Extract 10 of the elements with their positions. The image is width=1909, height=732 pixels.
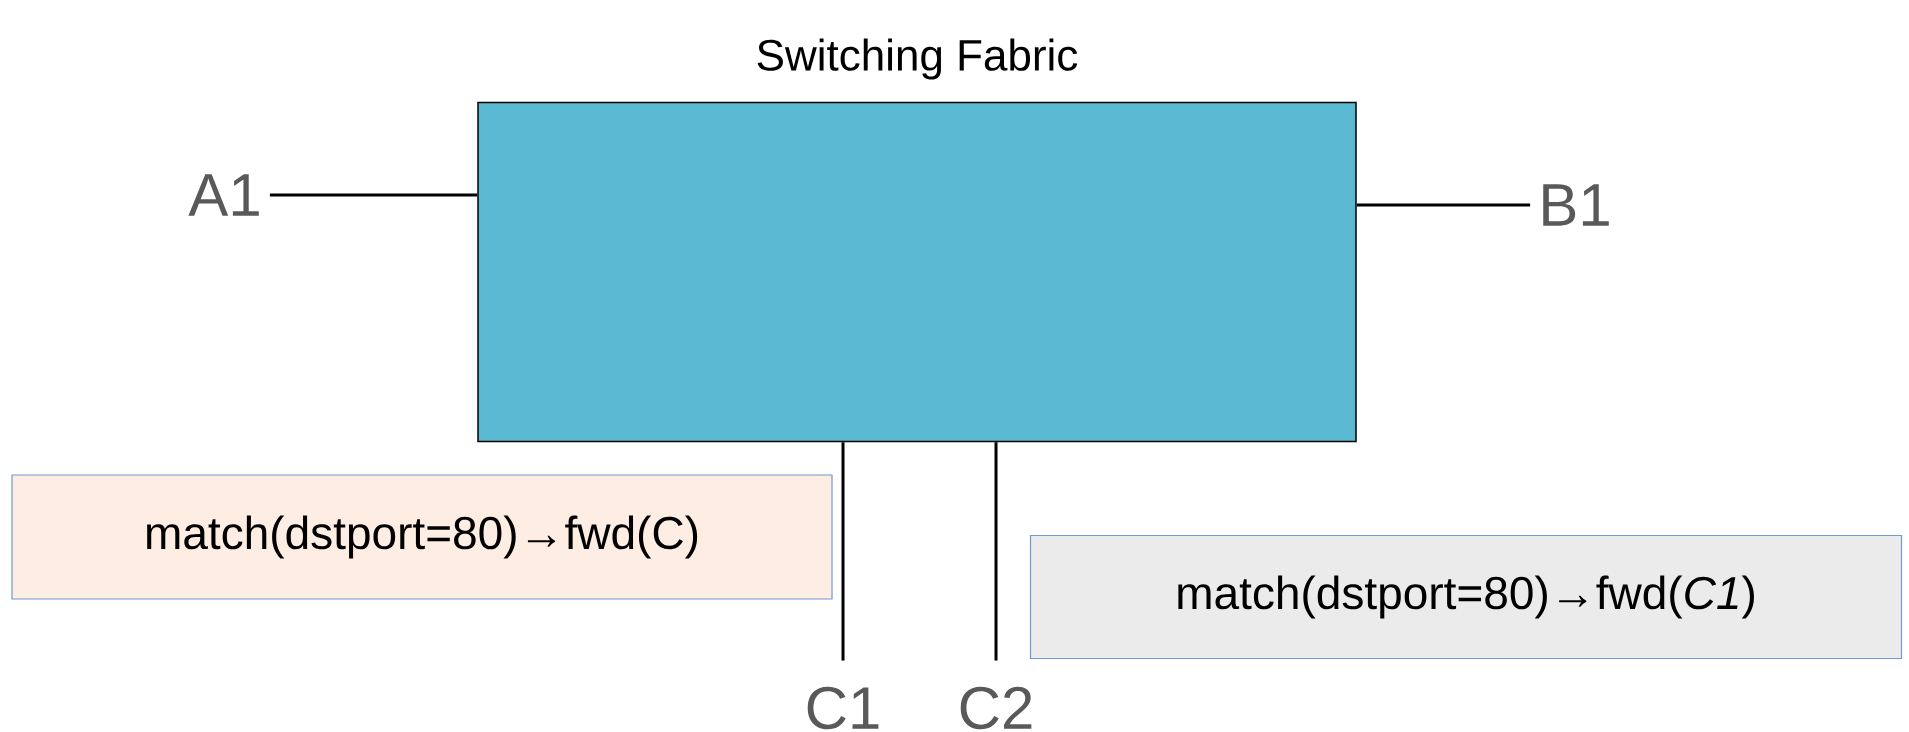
port-label: C2 <box>960 686 1032 730</box>
port-label: B1 <box>1543 184 1609 226</box>
connector-line <box>841 442 845 661</box>
port-label: A1 <box>188 174 259 216</box>
port-label: C1 <box>807 686 879 730</box>
connector-line <box>994 442 998 661</box>
connector-line <box>1356 203 1531 207</box>
connector-line <box>269 193 478 197</box>
node-label: Switching Fabric <box>757 38 1078 80</box>
switch-box: Switching Fabric <box>477 38 1357 443</box>
